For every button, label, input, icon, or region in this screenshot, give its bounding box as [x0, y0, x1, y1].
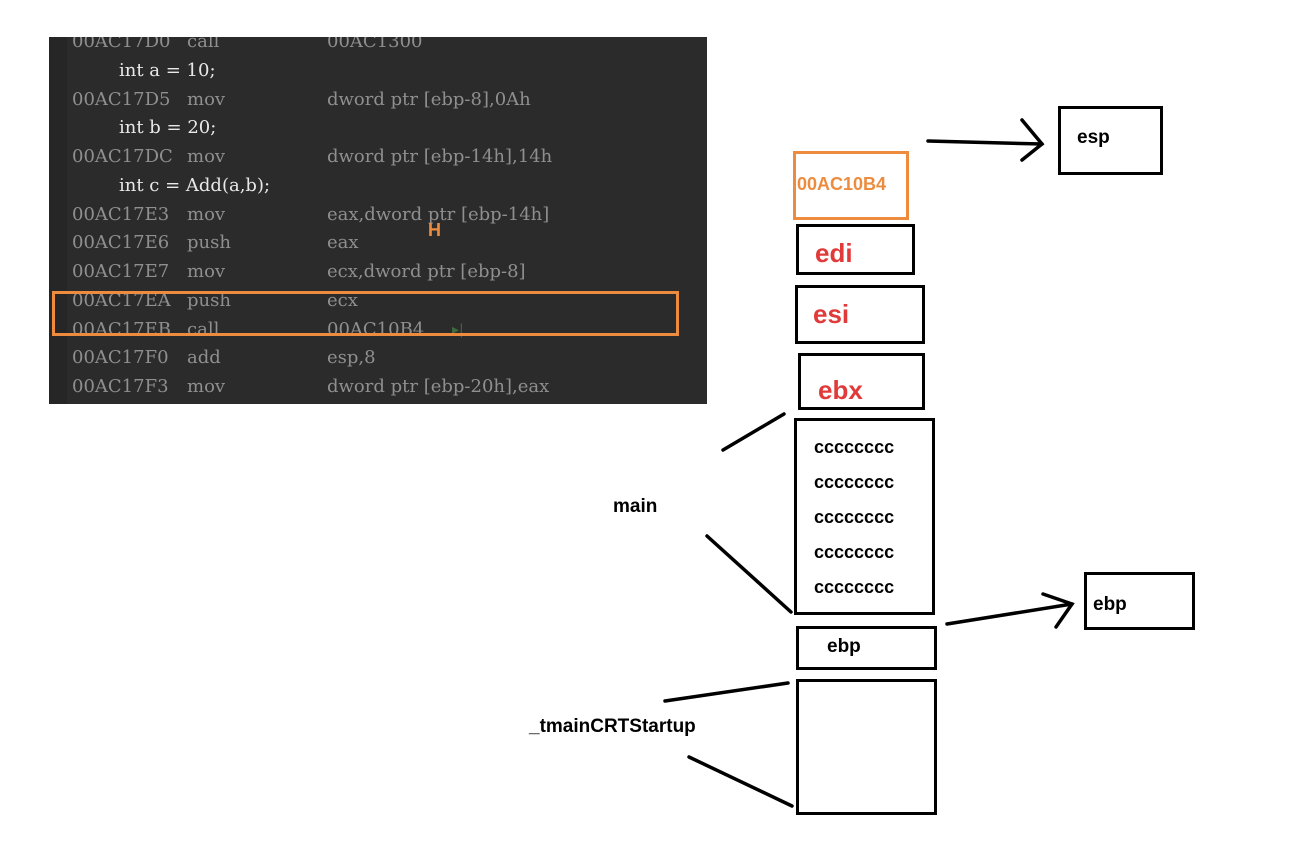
- asm-mnemonic: push: [187, 289, 231, 311]
- ebp-arrow-shaft: [945, 602, 1074, 626]
- ebx-label: ebx: [818, 375, 863, 405]
- esp-arrow-head: [1020, 118, 1045, 162]
- asm-operand: eax,dword ptr [ebp-14h]: [327, 203, 550, 225]
- asm-operand: eax: [327, 232, 359, 254]
- main-brace-top: [721, 412, 786, 452]
- asm-operand: dword ptr [ebp-20h],eax: [327, 376, 550, 397]
- asm-operand: esp,8: [327, 347, 376, 369]
- esi-box: [795, 285, 925, 344]
- asm-mnemonic: mov: [187, 146, 226, 167]
- esi-label: esi: [813, 299, 850, 329]
- asm-address: 00AC17F3: [72, 376, 169, 397]
- fill-value-3: cccccccc: [814, 507, 895, 527]
- source-line: int b = 20;: [49, 114, 707, 142]
- asm-mnemonic: mov: [187, 261, 226, 282]
- asm-operand: 00AC1300: [327, 37, 423, 52]
- asm-address: 00AC17D0: [72, 37, 171, 52]
- ebp-box: [1084, 572, 1195, 630]
- asm-line: 00AC17E3 mov eax,dword ptr [ebp-14h]: [49, 201, 707, 229]
- asm-address: 00AC17D5: [72, 88, 171, 110]
- return-address-label: 00AC10B4: [797, 174, 887, 194]
- ebp-arrow-head: [1041, 592, 1075, 629]
- asm-address: 00AC17DC: [72, 146, 173, 167]
- asm-line: 00AC17E6 push eax: [49, 229, 707, 257]
- return-address-box: [793, 151, 909, 220]
- asm-mnemonic: mov: [187, 203, 226, 225]
- source-line: int a = 10;: [49, 57, 707, 85]
- caller-frame-label: _tmainCRTStartup: [529, 716, 696, 737]
- caller-frame-box: [796, 679, 937, 815]
- current-instruction-highlight: [52, 291, 679, 336]
- current-instruction-arrow-icon: ▸|: [452, 321, 464, 338]
- asm-mnemonic: call: [187, 37, 220, 52]
- asm-mnemonic: add: [187, 347, 221, 369]
- asm-operand: dword ptr [ebp-8],0Ah: [327, 88, 531, 110]
- fill-value-4: cccccccc: [814, 542, 895, 562]
- edi-box: [796, 224, 915, 275]
- h-marker: H: [428, 220, 441, 240]
- saved-ebp-box: [796, 626, 937, 670]
- asm-mnemonic: mov: [187, 88, 226, 110]
- asm-mnemonic: mov: [187, 376, 226, 397]
- caller-brace-top: [663, 681, 790, 703]
- esp-arrow-shaft: [926, 139, 1044, 146]
- asm-operand: dword ptr [ebp-14h],14h: [327, 146, 553, 167]
- edi-label: edi: [815, 238, 853, 268]
- esp-box: [1058, 106, 1163, 175]
- asm-address: 00AC17EA: [72, 289, 171, 311]
- saved-ebp-label: ebp: [827, 636, 861, 657]
- source-text: int c = Add(a,b);: [119, 174, 271, 196]
- main-brace-bottom: [705, 534, 793, 614]
- asm-line: 00AC17D0 call 00AC1300: [49, 37, 707, 56]
- asm-line: 00AC17DC mov dword ptr [ebp-14h],14h: [49, 143, 707, 171]
- asm-mnemonic: push: [187, 232, 231, 254]
- source-text: int b = 20;: [119, 117, 217, 139]
- fill-value-1: cccccccc: [814, 437, 895, 457]
- asm-address: 00AC17E3: [72, 203, 170, 225]
- asm-address: 00AC17E6: [72, 232, 170, 254]
- main-frame-box: [794, 418, 935, 615]
- asm-operand: ecx,dword ptr [ebp-8]: [327, 261, 526, 282]
- ebx-box: [798, 353, 925, 410]
- asm-operand: ecx: [327, 289, 358, 311]
- asm-line: 00AC17F3 mov dword ptr [ebp-20h],eax: [49, 373, 707, 401]
- ebp-label: ebp: [1093, 594, 1127, 615]
- asm-line: 00AC17EA push ecx: [49, 287, 707, 315]
- source-line: int c = Add(a,b);: [49, 172, 707, 200]
- asm-address: 00AC17F0: [72, 347, 169, 369]
- fill-value-5: cccccccc: [814, 577, 895, 597]
- asm-line: 00AC17D5 mov dword ptr [ebp-8],0Ah: [49, 86, 707, 114]
- source-text: int a = 10;: [119, 59, 216, 81]
- caller-brace-bottom: [687, 755, 794, 808]
- fill-value-2: cccccccc: [814, 472, 895, 492]
- asm-line: 00AC17F0 add esp,8: [49, 344, 707, 372]
- esp-label: esp: [1077, 127, 1110, 148]
- asm-address: 00AC17E7: [72, 261, 170, 282]
- main-frame-label: main: [613, 496, 658, 517]
- asm-line: 00AC17E7 mov ecx,dword ptr [ebp-8]: [49, 258, 707, 286]
- disassembly-panel: 00AC17D0 call 00AC1300 int a = 10; 00AC17D5 m…: [49, 37, 707, 404]
